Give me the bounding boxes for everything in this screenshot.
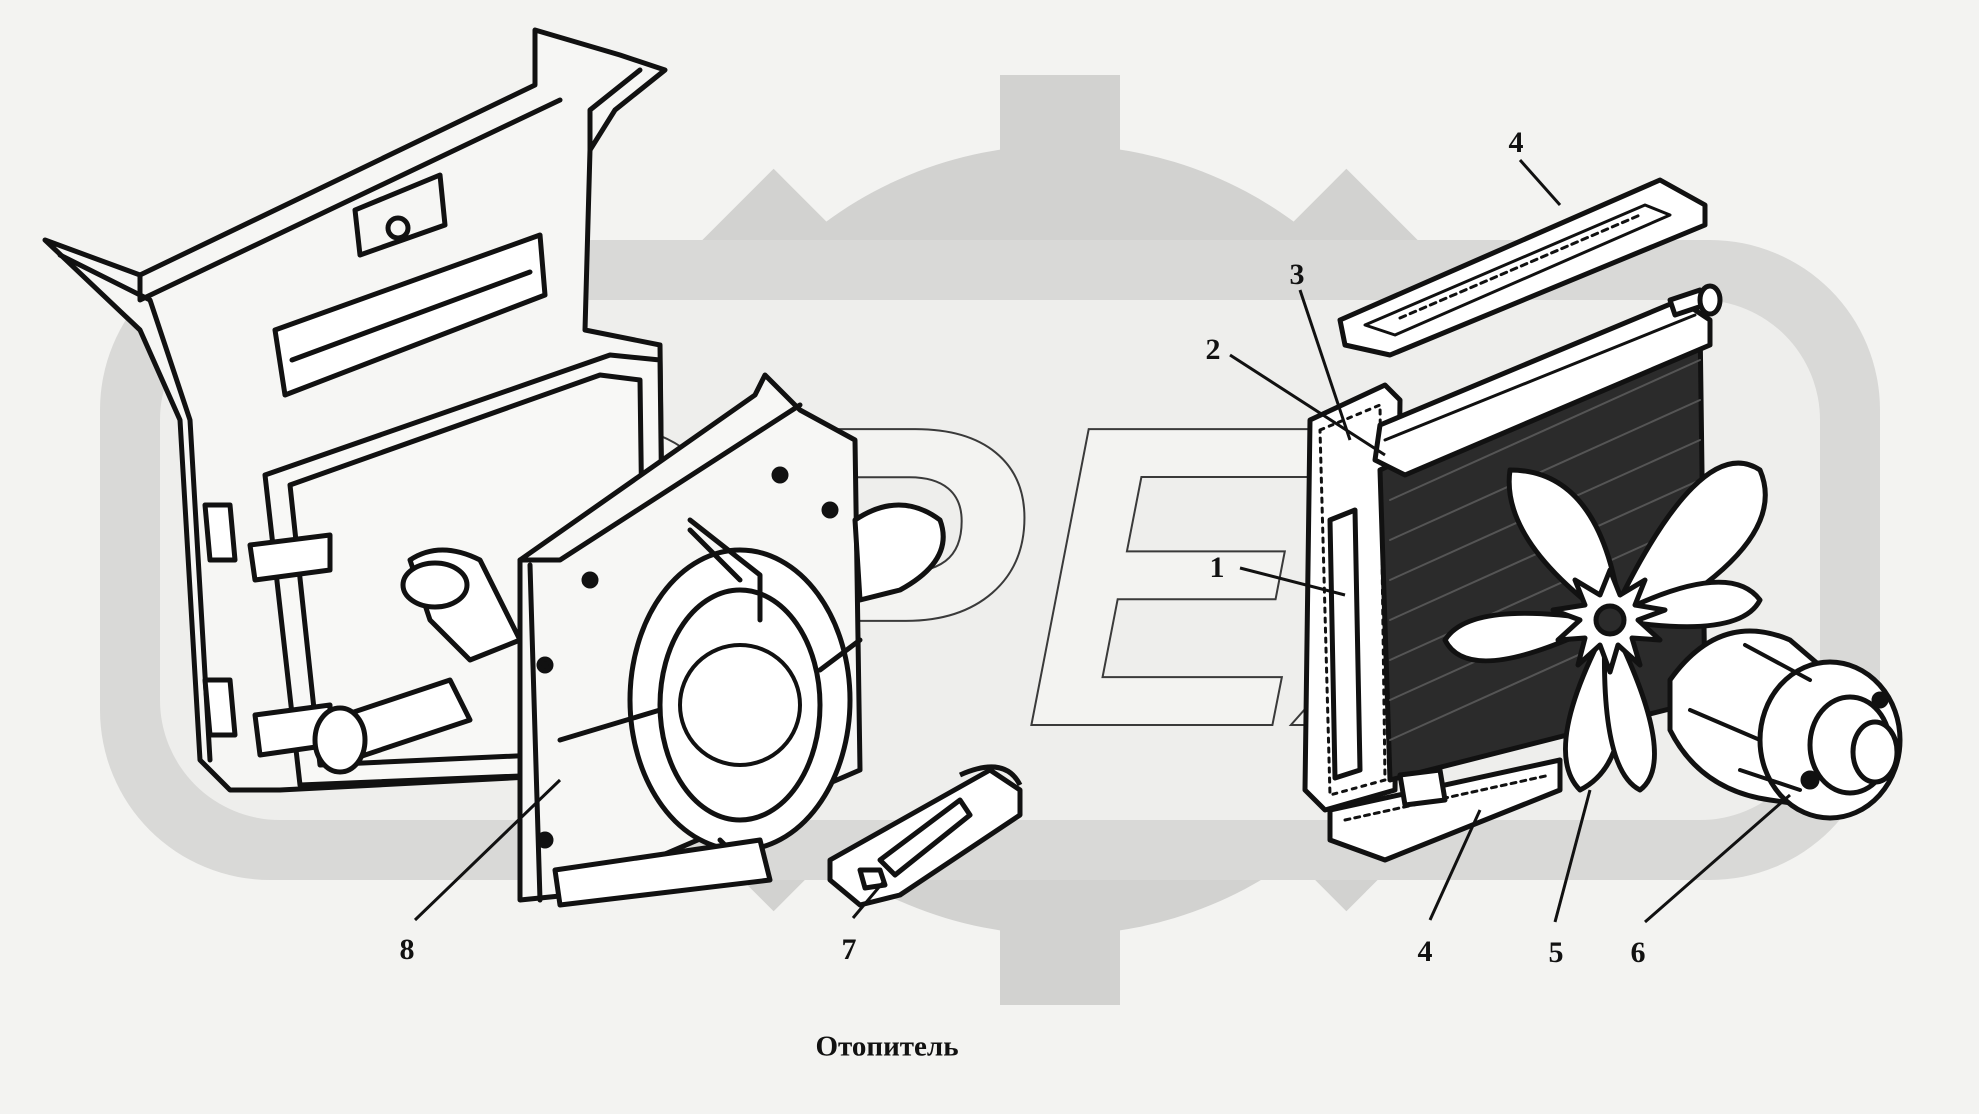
leader-line-8 — [413, 778, 562, 922]
leader-line-4-top — [1518, 159, 1562, 206]
callout-label-1: 1 — [1209, 551, 1225, 584]
leader-lines — [413, 159, 1791, 924]
radiator-assembly-drawing — [1302, 177, 1903, 863]
callout-label-7: 7 — [841, 933, 857, 966]
bracket-part-drawing — [827, 764, 1023, 908]
leader-line-5 — [1553, 789, 1592, 923]
callout-label-3: 3 — [1289, 258, 1305, 291]
callout-label-6: 6 — [1630, 936, 1646, 969]
leader-line-3 — [1298, 289, 1352, 441]
heater-housing-drawing — [42, 27, 946, 908]
callout-label-5: 5 — [1548, 936, 1564, 969]
callout-label-2: 2 — [1205, 333, 1221, 366]
figure-caption: Отопитель — [815, 1030, 959, 1063]
leader-line-4-bottom — [1428, 809, 1482, 921]
callout-label-8: 8 — [399, 933, 415, 966]
callout-label-4-top: 4 — [1508, 126, 1524, 159]
leader-line-6 — [1644, 793, 1791, 924]
leader-line-7 — [851, 879, 887, 919]
leader-line-2 — [1229, 353, 1386, 457]
callout-label-4-bottom: 4 — [1417, 935, 1433, 968]
leader-line-1 — [1239, 566, 1346, 597]
